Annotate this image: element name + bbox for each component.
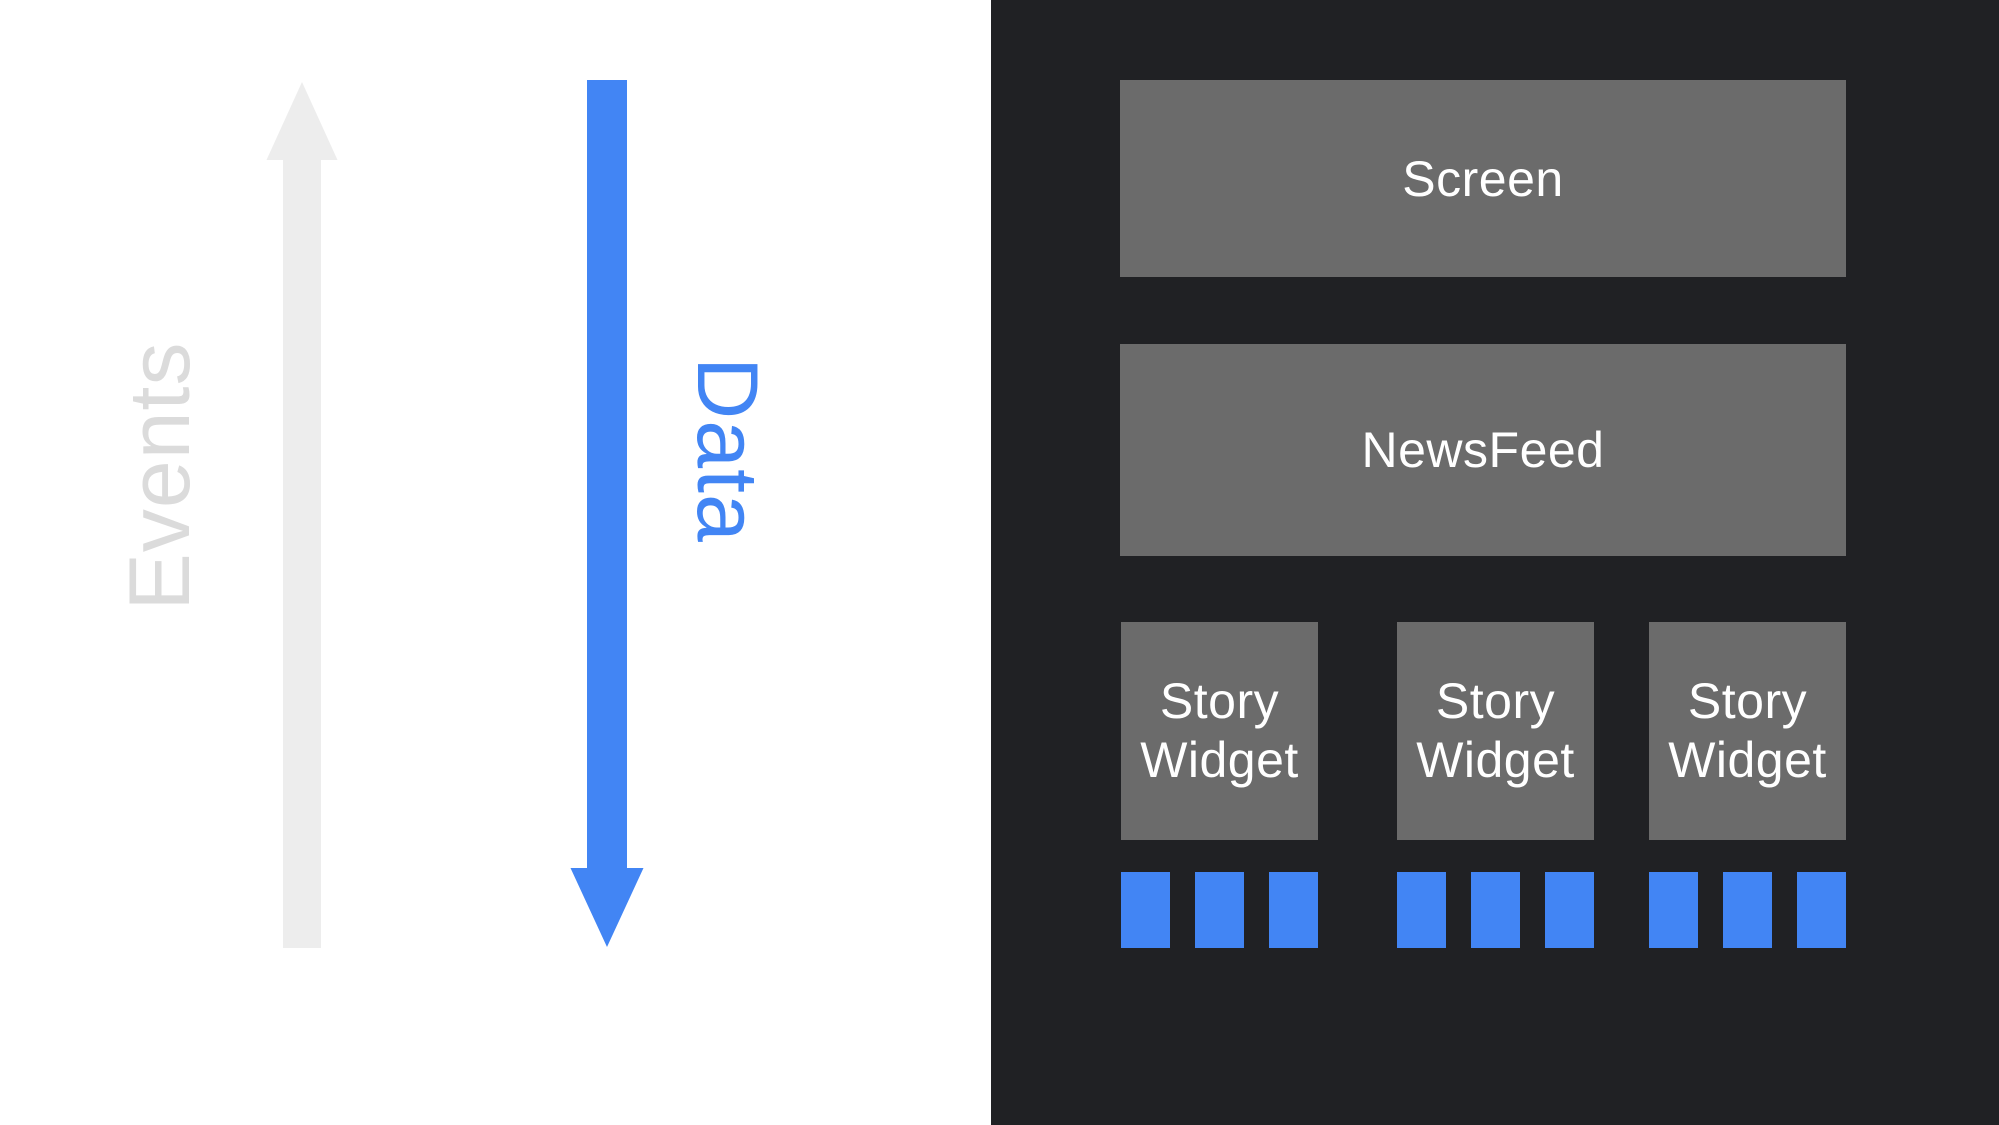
widget-tree-panel: Screen NewsFeed Story Widget Story Widge… [991,0,1999,1125]
story-data-squares [1397,872,1594,948]
screen-box: Screen [1120,80,1846,277]
data-square [1545,872,1594,948]
story-widget-label: Story Widget [1140,673,1299,788]
data-square [1797,872,1846,948]
events-label: Events [112,341,208,611]
flow-panel: Events Data [0,0,991,1125]
story-widget-label: Story Widget [1668,673,1827,788]
flow-arrows [266,80,644,948]
story-widget-box: Story Widget [1397,622,1594,840]
newsfeed-box: NewsFeed [1120,344,1846,556]
story-widget-box: Story Widget [1649,622,1846,840]
data-square [1649,872,1698,948]
data-square [1121,872,1170,948]
story-widget-label: Story Widget [1416,673,1575,788]
data-square [1269,872,1318,948]
story-data-squares [1649,872,1846,948]
data-square [1723,872,1772,948]
data-square [1195,872,1244,948]
data-down-arrow-icon [570,80,644,947]
data-square [1471,872,1520,948]
story-widget-box: Story Widget [1121,622,1318,840]
story-data-squares [1121,872,1318,948]
events-up-arrow-icon [266,82,338,948]
data-square [1397,872,1446,948]
newsfeed-box-label: NewsFeed [1361,422,1605,478]
screen-box-label: Screen [1402,150,1564,207]
data-label: Data [679,357,775,543]
